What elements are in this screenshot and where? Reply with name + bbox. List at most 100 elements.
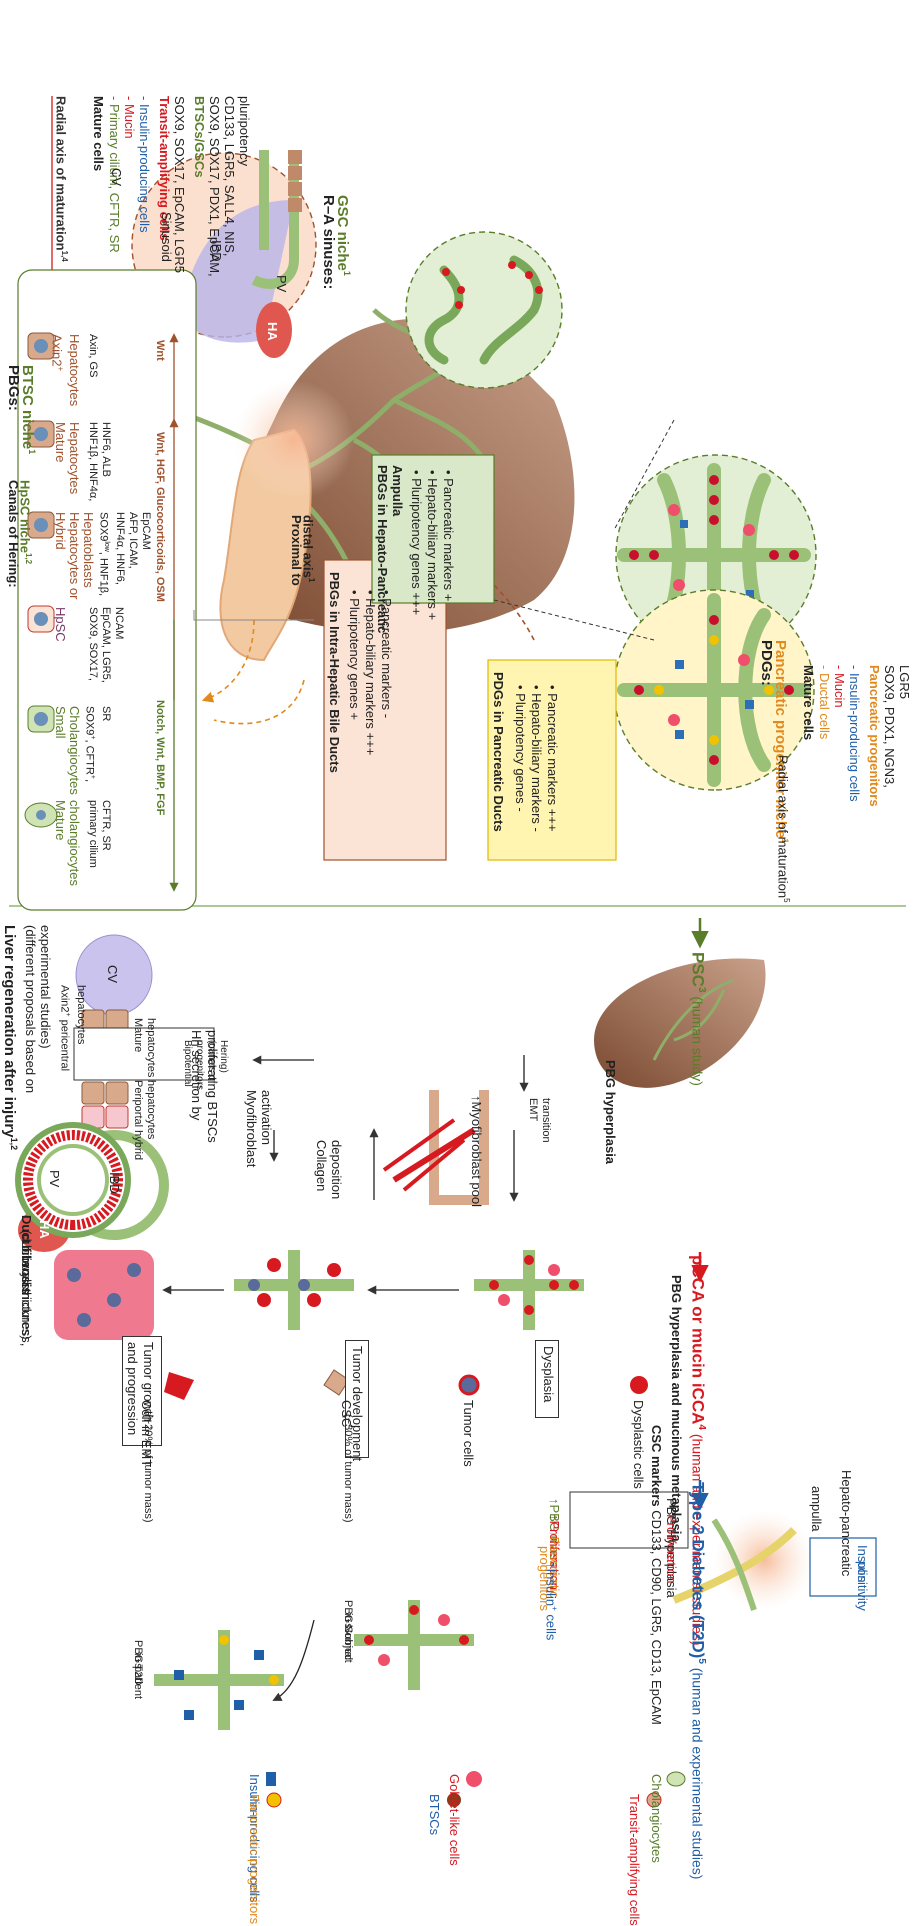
lin-cell-3-sub2: Hepatoblasts <box>81 512 96 588</box>
ra-btsc-2: CD133, LGR5, SALL4, NIS, <box>222 96 237 256</box>
ra-mature-2: - Mucin <box>122 96 137 139</box>
pdgs-pp-2: LGR5 <box>897 665 912 699</box>
pdgs-axis-label: Radial axis of maturation5 <box>776 755 794 903</box>
t2d-normal-pbg <box>354 1600 474 1690</box>
lin-cell-2-sub: Hepatocytes <box>67 422 82 494</box>
regen-axin-2: hepatocytes <box>74 985 87 1044</box>
regen-ha: HA <box>37 1220 52 1239</box>
cca-csc-markers: CSC markers CD133, CD90, LGR5, CD13, EpC… <box>649 1425 664 1725</box>
signal-wnt: Wnt <box>153 340 166 361</box>
psc-hh-2: proliferating BTSCs <box>205 1030 220 1143</box>
t2d-ampulla-2: ampulla <box>809 1486 824 1532</box>
cca-dysplasia-pbg <box>474 1250 584 1330</box>
cca-dysplasia: Dysplasia <box>541 1346 556 1402</box>
cv-label: CV <box>109 168 124 186</box>
psc-act-2: activation <box>259 1090 274 1145</box>
hpa-title-2: Ampulla <box>390 465 405 516</box>
lin-cell-5-m2: SR <box>99 706 112 721</box>
lin-cell-4-title: HpSC <box>53 607 68 642</box>
ha-label: HA <box>265 322 280 341</box>
regen-mature-2: hepatocytes <box>144 1018 157 1077</box>
lin-cell-4-m2: EpCAM, LGR5, <box>99 607 112 683</box>
lin-cell-6-sub: cholangiocytes <box>67 800 82 886</box>
ra-subtitle: GSC niche1 <box>335 195 354 276</box>
cca-growth-2: and progression <box>125 1342 140 1435</box>
lin-cell-5-m1: SOX9+, CFTR+, <box>82 706 99 782</box>
cca-lg-csc-2: (~30% of tumor mass) <box>341 1414 354 1523</box>
lin-cell-5-title: Small <box>53 706 68 739</box>
signal-right: Notch, Wnt, BMP, FGF <box>153 700 166 815</box>
figure-rotated: Radial axis of maturation1,4 Mature cell… <box>0 0 914 1818</box>
hpa-item-2: • Hepato-biliary markers + <box>425 470 440 620</box>
lin-cell-3-m2: HNF4α, HNF6, <box>113 512 126 585</box>
regen-sub-2: experimental studies) <box>38 925 53 1049</box>
regen-peri-2: hepatocytes <box>144 1080 157 1139</box>
psc-coll-2: deposition <box>329 1140 344 1199</box>
psc-coll-1: Collagen <box>314 1140 329 1191</box>
t2d-lg-6: Pancreatic progenitors <box>247 1794 262 1924</box>
pdgs-mature-2: - Mucin <box>832 665 847 708</box>
ra-btsc-3: pluripotency <box>237 96 252 166</box>
regen-sub-1: (different proposals based on <box>23 925 38 1093</box>
pdgs-pp-title: Pancreatic progenitors <box>867 665 882 807</box>
lin-cell-2-m2: HNF6, ALB <box>99 422 112 477</box>
hpa-item-1: • Pluripotency genes +++ <box>409 470 424 615</box>
regen-peri-1: Periportal hybrid <box>131 1080 144 1160</box>
t2d-lg-4: Transit-amplifying cells <box>627 1794 642 1926</box>
ihbd-title: PBGs in Intra-Hepatic Bile Ducts <box>327 572 342 773</box>
ra-btsc-title: BTSCs/GSCs <box>192 96 207 178</box>
t2d-title: Type 2 Diabetes (T2D)5 (human and experi… <box>689 1482 709 1879</box>
psc-hyperplasia: PBG hyperplasia <box>603 1060 618 1164</box>
t2d-lg-5: BTSCs <box>427 1794 442 1835</box>
psc-act-1: Myofibroblast <box>244 1090 259 1167</box>
lin-cell-5-sub: Cholangiocytes <box>67 706 82 795</box>
cca-lg-tumor: Tumor cells <box>461 1400 476 1467</box>
pdgs-mature-3: - Insulin-producing cells <box>847 665 862 802</box>
lin-cell-3-m1: SOX9low, HNF1β, <box>96 512 113 596</box>
cca-tumor-pbg <box>234 1250 354 1330</box>
regen-ibd: IBD <box>107 1172 122 1194</box>
t2d-box-2: Proliferation <box>664 1514 679 1583</box>
lin-cell-4-m1: SOX9, SOX17, <box>86 607 99 681</box>
t2d-ins-2: positivity <box>855 1561 870 1611</box>
lin-cell-6-m1: primary cilium <box>86 800 99 868</box>
psc-emt-2: transition <box>539 1098 552 1143</box>
regen-cv: CV <box>105 965 120 983</box>
psc-hh-1: Hh secretion by <box>189 1030 204 1120</box>
psc-title: PSC3 (human study) <box>689 952 709 1086</box>
pdgbox-item-1: • Pluripotency genes - <box>513 685 528 812</box>
t2d-ampulla-1: Hepato-pancreatic <box>839 1470 854 1576</box>
cca-lg-dys: Dysplastic cells <box>631 1400 646 1489</box>
t2d-effect-4: ↑Insulin+ cells <box>544 1562 562 1640</box>
hpa-item-3: • Pancreatic markers + <box>441 470 456 601</box>
t2d-lg-2: Goblet-like cells <box>447 1774 462 1866</box>
regen-title: Liver regeneration after injury1,2 <box>2 925 21 1150</box>
lin-cell-4-m3: NCAM <box>112 607 125 639</box>
lin-cell-6-m2: CFTR, SR <box>99 800 112 851</box>
pdgs-mature-title: Mature cells <box>801 665 816 740</box>
lin-cell-1-markers: Axin, GS <box>86 334 99 377</box>
pdgbox-item-2: • Hepato-biliary markers - <box>529 685 544 832</box>
psc-fibrosis-2: biliary strictures) <box>19 1245 34 1340</box>
t2d-patient-pbg <box>154 1630 284 1730</box>
cca-lg-emt-2: (~20% of tumor mass) <box>141 1414 154 1523</box>
sinusoid-label: Sinusoid <box>159 212 174 262</box>
ra-ta-markers: SOX9, SOX17, EpCAM, LGR5 <box>172 96 187 273</box>
lin-cell-2-m1: HNF1β, HNF4α, <box>86 422 99 501</box>
ibd-label: IBD <box>209 240 224 262</box>
lin-cell-3-m4: EpCAM <box>139 512 152 550</box>
regen-pv: PV <box>47 1170 62 1187</box>
bottom-graphics <box>0 0 914 1818</box>
t2d-lg-1: Cholangiocytes <box>649 1774 664 1863</box>
pv-label: PV <box>274 275 289 292</box>
lin-cell-1-sub: Hepatocytes <box>67 334 82 406</box>
ra-mature-3: - Insulin-producing cells <box>137 96 152 233</box>
t2d-normal-3: Subject <box>341 1626 354 1663</box>
ra-axis-label: Radial axis of maturation1,4 <box>54 96 72 262</box>
regen-mature-1: Mature <box>131 1018 144 1052</box>
pdgbox-item-3: • Pancreatic markers +++ <box>545 685 560 832</box>
lin-cell-2-title: Mature <box>53 422 68 462</box>
regen-axin-1: Axin2+ pericentral <box>57 985 74 1071</box>
proximal-label-2: distal axis1 <box>301 515 319 582</box>
hpa-title-1: PBGs in Hepato-Pancreatic <box>375 465 390 633</box>
